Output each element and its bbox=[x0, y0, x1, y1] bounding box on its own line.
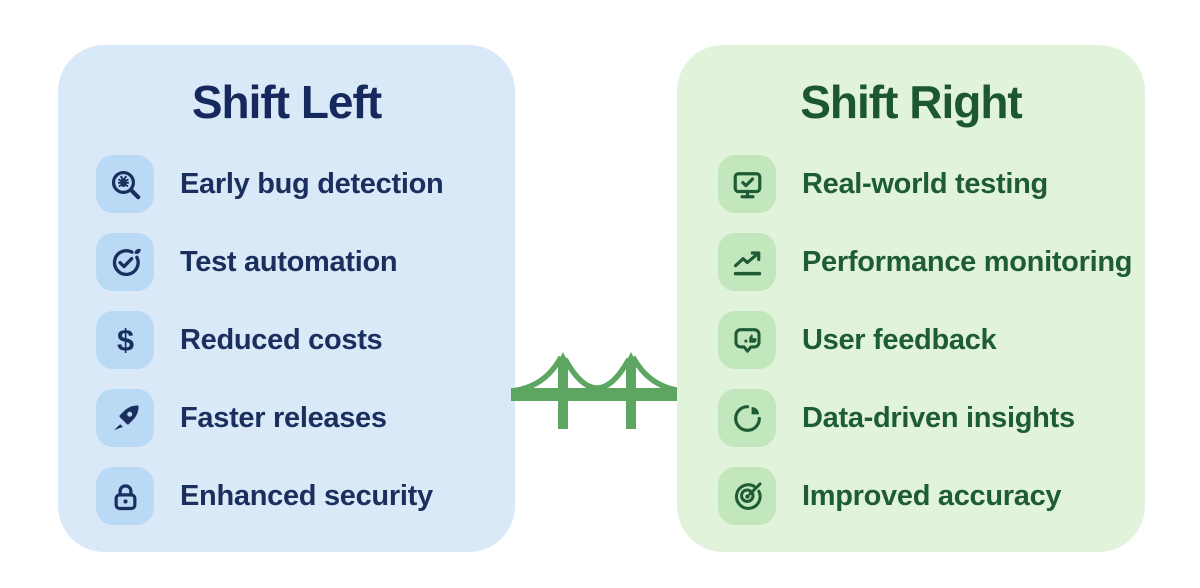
icon-tile bbox=[718, 233, 776, 292]
list-item: Test automation bbox=[96, 233, 515, 292]
icon-tile bbox=[96, 467, 154, 526]
pie-chart-icon bbox=[733, 404, 761, 432]
lock-icon bbox=[114, 484, 136, 510]
item-label: Faster releases bbox=[180, 401, 387, 434]
trend-up-icon bbox=[733, 251, 761, 276]
item-label: Performance monitoring bbox=[802, 245, 1133, 278]
item-label: Reduced costs bbox=[180, 323, 383, 356]
shift-left-panel: Shift Left Early bug detection bbox=[58, 45, 515, 552]
list-item: User feedback bbox=[718, 311, 1145, 370]
item-label: User feedback bbox=[802, 323, 997, 356]
icon-tile bbox=[718, 389, 776, 448]
bridge-connector bbox=[511, 349, 683, 429]
shift-left-title: Shift Left bbox=[191, 76, 382, 128]
item-label: Data-driven insights bbox=[802, 401, 1075, 434]
icon-tile: $ bbox=[96, 311, 154, 370]
list-item: Improved accuracy bbox=[718, 467, 1145, 526]
target-arrow-icon bbox=[734, 482, 762, 510]
item-label: Test automation bbox=[180, 245, 398, 278]
icon-tile bbox=[718, 467, 776, 526]
icon-tile bbox=[718, 311, 776, 370]
item-label: Early bug detection bbox=[180, 167, 444, 200]
monitor-check-icon bbox=[733, 171, 761, 199]
icon-tile bbox=[96, 155, 154, 214]
shift-right-panel: Shift Right Real-world testing Perform bbox=[677, 45, 1145, 552]
icon-tile bbox=[96, 389, 154, 448]
bug-search-icon bbox=[111, 170, 140, 199]
svg-text:$: $ bbox=[116, 323, 133, 357]
item-label: Real-world testing bbox=[802, 167, 1048, 200]
list-item: $ Reduced costs bbox=[96, 311, 515, 370]
icon-tile bbox=[96, 233, 154, 292]
icon-tile bbox=[718, 155, 776, 214]
item-label: Enhanced security bbox=[180, 479, 433, 512]
shift-right-items: Real-world testing Performance monitorin… bbox=[718, 155, 1145, 526]
list-item: Enhanced security bbox=[96, 467, 515, 526]
bridge-icon bbox=[511, 352, 683, 429]
list-item: Early bug detection bbox=[96, 155, 515, 214]
dollar-icon: $ bbox=[116, 323, 133, 357]
list-item: Faster releases bbox=[96, 389, 515, 448]
shift-left-items: Early bug detection Test automation $ Re… bbox=[96, 155, 515, 526]
list-item: Data-driven insights bbox=[718, 389, 1145, 448]
shift-right-title: Shift Right bbox=[800, 76, 1023, 128]
list-item: Real-world testing bbox=[718, 155, 1145, 214]
list-item: Performance monitoring bbox=[718, 233, 1145, 292]
feedback-icon bbox=[733, 327, 761, 353]
test-automation-icon bbox=[112, 248, 141, 276]
rocket-icon bbox=[113, 405, 139, 430]
item-label: Improved accuracy bbox=[802, 479, 1062, 512]
